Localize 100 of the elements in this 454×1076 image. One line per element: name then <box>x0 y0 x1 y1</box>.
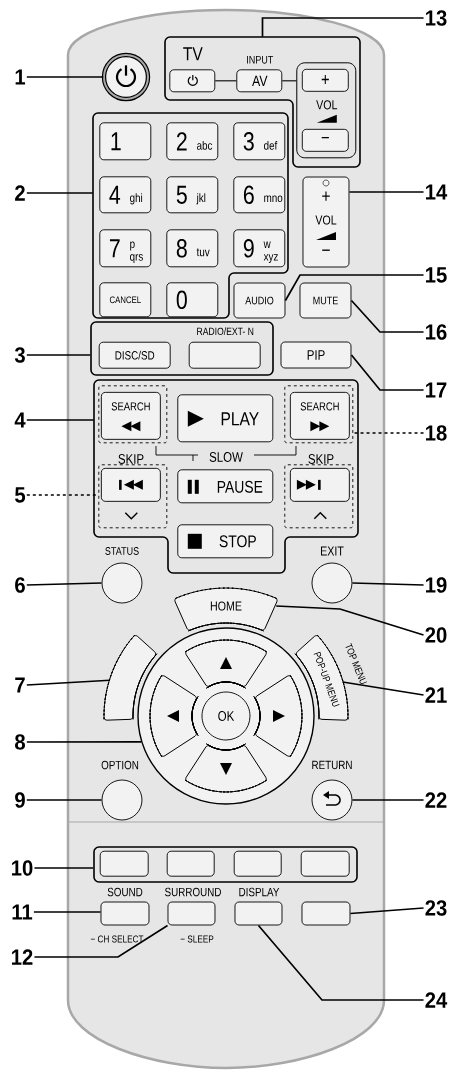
callout-number: 1 <box>15 69 26 85</box>
arrow-button <box>184 743 268 793</box>
tv-power-button: TV <box>169 47 216 93</box>
arrow-button <box>253 674 303 758</box>
leader-line <box>33 924 169 958</box>
leader-line <box>351 582 425 586</box>
node-label: SOUND <box>107 887 143 897</box>
node-label: EXIT <box>321 546 344 556</box>
color-button-frame <box>93 846 358 883</box>
callout-number: 10 <box>12 860 33 876</box>
status-button: STATUS <box>101 547 143 604</box>
surround-button: SURROUND − SLEEP <box>165 887 221 943</box>
leader-line <box>25 192 94 194</box>
sound-button: SOUND − CH SELECT <box>90 887 150 943</box>
volume-down-button: − <box>301 128 349 152</box>
button-label: SLOW <box>209 452 243 462</box>
mute-button: MUTE <box>299 282 352 319</box>
node-label: INPUT <box>247 55 274 64</box>
keypad-frame <box>92 112 289 319</box>
callout-number: 22 <box>425 792 447 808</box>
menu-button: TOP MENU POP-UP MENU <box>294 634 367 721</box>
number-key: 5 jkl <box>166 176 219 214</box>
ok-button: OK <box>201 691 251 741</box>
search-button: SEARCH <box>100 391 161 440</box>
callout-number: 9 <box>15 792 25 808</box>
leader-line <box>349 907 425 915</box>
number-key: 3 def <box>233 122 286 161</box>
leader-line <box>341 681 425 696</box>
pip-button: PIP <box>280 341 352 369</box>
callout-number: 24 <box>425 992 448 1008</box>
volume-button: + VOL − <box>302 176 350 268</box>
leader-line <box>25 419 95 421</box>
leader-line <box>275 605 425 636</box>
callout-number: 6 <box>15 577 25 593</box>
home-button: HOME <box>174 587 278 632</box>
callout-number: 18 <box>426 425 447 441</box>
arrow-button <box>184 639 268 689</box>
callout-number: 16 <box>426 324 447 340</box>
source-button-frame <box>90 321 274 376</box>
node-label: TV <box>183 47 203 61</box>
node-label: OPTION <box>101 760 139 770</box>
option-button: OPTION <box>101 760 143 821</box>
dashed-group <box>284 464 354 529</box>
disc-button: DISC/SD <box>98 341 171 369</box>
callout-number: 14 <box>426 184 448 200</box>
function-button <box>301 901 351 926</box>
leader-line <box>25 76 105 78</box>
skip-back-button <box>100 467 161 502</box>
pause-button: PAUSE <box>177 469 274 504</box>
cancel-key: CANCEL <box>99 282 152 318</box>
input-button: INPUT AV <box>236 56 283 93</box>
node-label: RETURN <box>312 760 352 770</box>
exit-button: EXIT <box>311 546 353 604</box>
audio-button: AUDIO <box>233 282 286 319</box>
leader-line <box>25 799 103 801</box>
stop-button: STOP <box>177 524 274 559</box>
color-button <box>300 850 350 877</box>
callout-number: 20 <box>425 627 447 643</box>
return-button: RETURN <box>311 760 353 821</box>
leader-line <box>351 799 425 801</box>
callout-number: 4 <box>14 412 26 428</box>
node-label: − SLEEP <box>180 935 214 943</box>
dashed-group <box>98 385 168 444</box>
callout-number: 23 <box>425 900 447 916</box>
number-key: 4 ghi <box>99 176 152 214</box>
color-button <box>99 850 149 877</box>
callout-number: 7 <box>15 677 25 693</box>
number-key: 0 <box>166 282 219 318</box>
leader-line <box>33 867 95 869</box>
node-label: − CH SELECT <box>90 935 144 943</box>
node-label: DISPLAY <box>239 887 280 897</box>
leader-line <box>348 191 425 193</box>
arrow-button <box>149 674 199 758</box>
power-button <box>101 52 151 102</box>
leader-line <box>25 582 103 586</box>
number-key: 2 abc <box>166 122 219 161</box>
node-label: SURROUND <box>165 887 221 897</box>
connector-line <box>281 80 297 82</box>
play-button: PLAY <box>177 394 274 443</box>
dashed-group <box>284 385 354 444</box>
button-label: SKIP <box>308 454 334 464</box>
search-button: SEARCH <box>289 391 350 440</box>
number-key: 8 tuv <box>166 229 219 268</box>
source-button: RADIO/EXT- N <box>188 327 261 369</box>
leader-line <box>350 299 425 333</box>
display-button: DISPLAY <box>234 887 283 926</box>
menu-button <box>103 634 158 721</box>
node-label: STATUS <box>105 547 139 555</box>
leader-line <box>352 432 425 434</box>
number-key: 6 mno <box>233 176 286 214</box>
button-label: SKIP <box>118 454 144 464</box>
tv-control-frame <box>164 36 361 168</box>
leader-line <box>25 354 92 356</box>
callout-number: 12 <box>12 949 33 965</box>
node-label: RADIO/EXT- N <box>197 327 254 336</box>
leader-line <box>33 911 102 913</box>
volume-up-button: + <box>301 68 349 92</box>
callout-number: 11 <box>12 904 33 920</box>
callout-number: 19 <box>426 577 447 593</box>
callout-number: 21 <box>425 687 447 703</box>
